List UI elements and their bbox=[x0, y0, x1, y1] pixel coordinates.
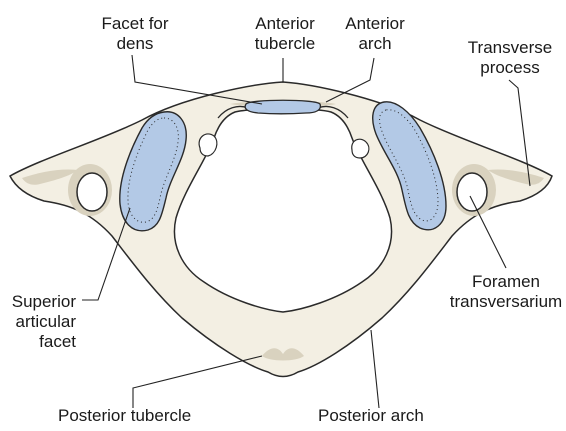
left-tubercle-detail bbox=[199, 134, 217, 156]
left-foramen-transversarium bbox=[68, 164, 112, 216]
label-facet-for-dens-line2: dens bbox=[90, 34, 180, 54]
label-superior-articular-facet-line1: Superior bbox=[0, 292, 76, 312]
label-facet-for-dens-line1: Facet for bbox=[90, 14, 180, 34]
label-transverse-process-line1: Transverse bbox=[458, 38, 562, 58]
label-posterior-arch: Posterior arch bbox=[318, 406, 424, 426]
leader-posterior-tubercle bbox=[133, 356, 262, 408]
label-anterior-arch: Anterior arch bbox=[330, 14, 420, 54]
label-foramen-transversarium-line2: transversarium bbox=[446, 292, 566, 312]
leader-posterior-arch bbox=[371, 330, 379, 408]
facet-for-dens bbox=[245, 100, 320, 114]
right-tubercle-detail bbox=[352, 139, 369, 158]
label-transverse-process: Transverse process bbox=[458, 38, 562, 78]
label-anterior-tubercle-line2: tubercle bbox=[240, 34, 330, 54]
label-superior-articular-facet-line2: articular bbox=[0, 312, 76, 332]
label-superior-articular-facet: Superior articular facet bbox=[0, 292, 76, 352]
label-foramen-transversarium-line1: Foramen bbox=[446, 272, 566, 292]
label-transverse-process-line2: process bbox=[458, 58, 562, 78]
label-anterior-tubercle: Anterior tubercle bbox=[240, 14, 330, 54]
label-facet-for-dens: Facet for dens bbox=[90, 14, 180, 54]
label-anterior-tubercle-line1: Anterior bbox=[240, 14, 330, 34]
label-anterior-arch-line1: Anterior bbox=[330, 14, 420, 34]
label-posterior-tubercle: Posterior tubercle bbox=[58, 406, 191, 426]
label-superior-articular-facet-line3: facet bbox=[0, 332, 76, 352]
right-foramen-transversarium bbox=[452, 164, 496, 216]
label-foramen-transversarium: Foramen transversarium bbox=[446, 272, 566, 312]
label-anterior-arch-line2: arch bbox=[330, 34, 420, 54]
